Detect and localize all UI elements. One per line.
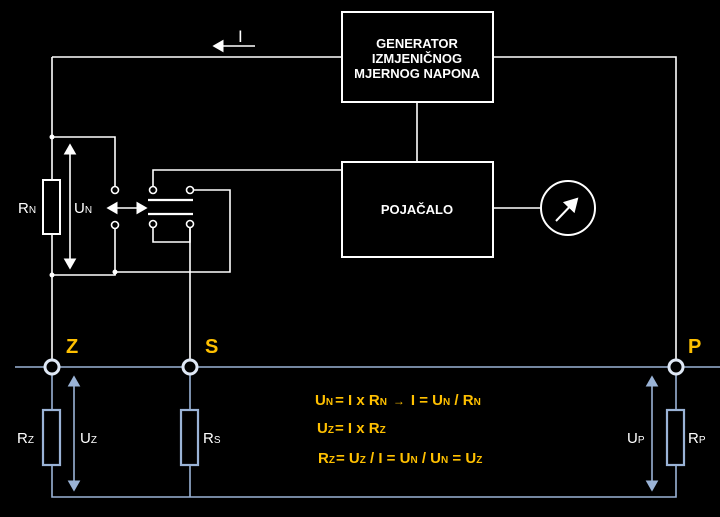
resistor-rs [179, 408, 200, 467]
un-label: UN [74, 200, 92, 217]
amplifier-label: POJAČALO [381, 202, 453, 217]
terminal-z-node [43, 358, 61, 376]
generator-label-line3: MJERNOG NAPONA [354, 66, 480, 81]
switch-wiring [49, 134, 342, 362]
amplifier-box [341, 161, 494, 258]
resistor-rn [42, 179, 61, 235]
generator-label-line1: GENERATOR [376, 36, 458, 51]
uz-label: UZ [80, 430, 97, 447]
generator-box [341, 11, 494, 103]
rs-label: RS [203, 430, 221, 447]
terminal-s-label: S [205, 336, 218, 358]
terminal-z-label: Z [66, 336, 78, 358]
up-label: UP [627, 430, 645, 447]
generator-label-line2: IZMJENIČNOG [372, 51, 462, 66]
formula-1: UN= I x RN→I = UN / RN [315, 392, 481, 409]
terminal-s-node [181, 358, 199, 376]
formula-2: UZ= I x RZ [317, 420, 386, 437]
rn-label: RN [18, 200, 36, 217]
rz-label: RZ [17, 430, 34, 447]
top-wiring [51, 56, 677, 362]
terminal-p-label: P [688, 336, 701, 358]
current-label: I [238, 27, 243, 46]
meter-icon [540, 180, 596, 236]
rp-label: RP [688, 430, 706, 447]
resistor-rz [41, 408, 62, 467]
resistor-rp [665, 408, 686, 467]
terminal-p-node [667, 358, 685, 376]
formula-3: RZ= UZ / I = UN / UN = UZ [318, 450, 482, 467]
